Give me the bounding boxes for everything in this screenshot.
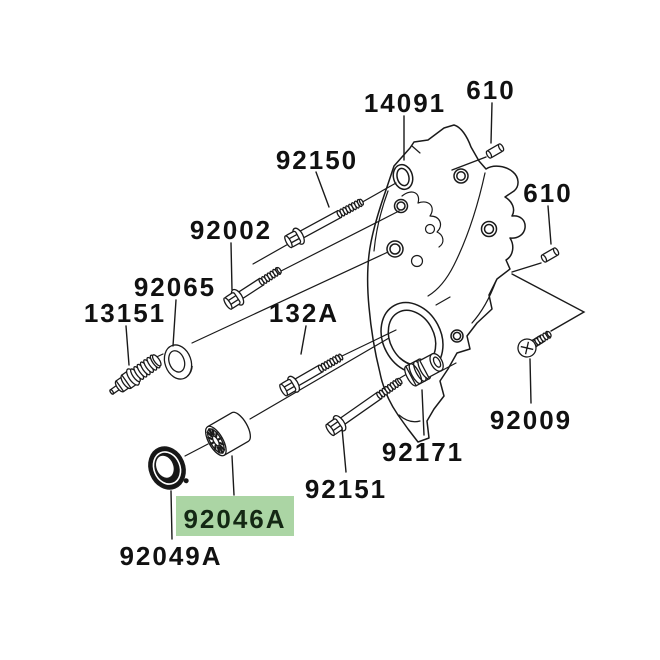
part-label-610-upper[interactable]: 610 [466,75,515,105]
axis-92065 [191,251,389,344]
bearing-92046a [204,411,252,457]
highlight-box-92046A [176,496,294,536]
leader-92046A [231,455,235,496]
cover-ribs [373,145,497,423]
leader-610-lower-to-case [511,262,542,273]
axis-92002 [280,210,400,272]
axis-seal [184,443,209,457]
cover-outline [366,124,526,443]
leader-92150 [315,171,330,208]
bolt-132a [279,353,344,397]
leader-610-upper [490,102,493,144]
part-label-92049A[interactable]: 92049A [119,541,222,571]
part-label-92046A[interactable]: 92046A [183,504,286,534]
leader-610-lower [547,205,552,245]
leader-lines [125,102,586,540]
part-label-92150[interactable]: 92150 [276,145,358,175]
part-label-92151[interactable]: 92151 [305,474,387,504]
leader-92065 [172,299,177,347]
part-label-92009[interactable]: 92009 [490,405,572,435]
leader-92002 [230,242,233,291]
part-label-92065[interactable]: 92065 [134,272,216,302]
seal-92049a [148,446,189,490]
dowel-pin-610-lower [540,247,560,263]
washer-92065 [163,344,193,380]
screw-92009 [517,330,552,358]
part-label-132A[interactable]: 132A [269,298,339,328]
leader-92171 [421,389,425,436]
fitting-13151 [109,354,162,395]
leader-92009-to-case [511,273,586,332]
leader-610-upper-to-case [451,156,487,171]
engine-cover-art [366,124,526,443]
holder-92171 [404,352,444,387]
axis-132A [341,329,397,357]
part-label-92002[interactable]: 92002 [190,215,272,245]
leader-132A [300,325,307,355]
leader-92151 [341,427,347,473]
leader-13151 [125,325,130,366]
dowel-pin-610-upper [485,143,505,159]
leader-92009 [529,358,532,404]
bolt-92151 [325,377,403,437]
assembly-axis-lines [149,182,437,457]
fastener-parts [109,143,560,490]
leader-92049A [170,490,173,540]
part-label-14091[interactable]: 14091 [364,88,446,118]
part-label-610-lower[interactable]: 610 [523,178,572,208]
axis-bearing [249,337,390,420]
bolt-92150 [284,198,365,249]
bolt-92002 [223,266,282,310]
cover-ear [392,163,414,191]
part-label-13151[interactable]: 13151 [84,298,166,328]
part-label-92171[interactable]: 92171 [382,437,464,467]
cover-bolt-holes [386,168,498,343]
